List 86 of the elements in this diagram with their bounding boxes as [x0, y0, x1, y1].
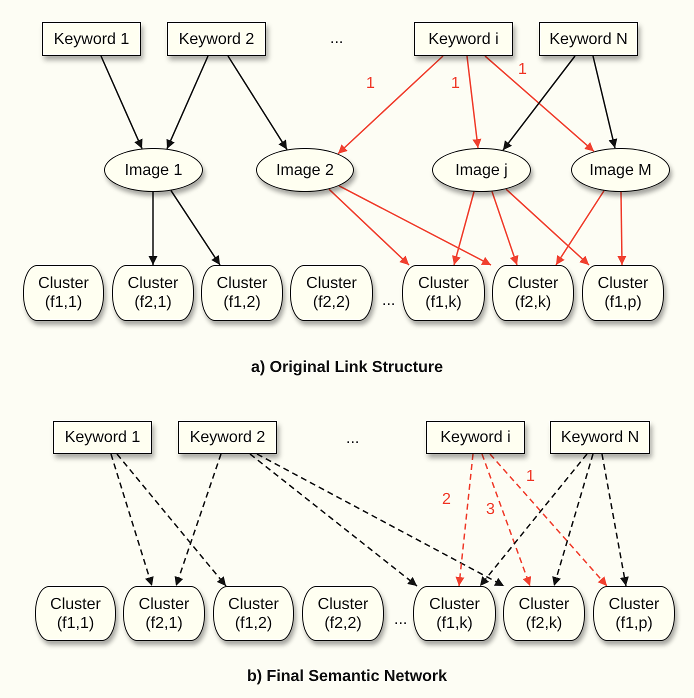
image-ellipse — [104, 148, 203, 192]
cluster-label: Cluster (f1,2) — [216, 274, 268, 312]
cluster-label: Cluster (f1,2) — [227, 594, 280, 632]
cluster-label: Cluster (f1,1) — [49, 594, 102, 632]
ellipsis: ... — [330, 30, 344, 48]
cluster-box — [402, 265, 485, 321]
image-ellipse — [432, 148, 531, 192]
dashed-arrow — [601, 454, 629, 586]
cluster-box — [35, 586, 116, 641]
cluster-box — [593, 586, 675, 641]
arrow — [491, 191, 518, 266]
keyword-label: Keyword 2 — [190, 428, 266, 447]
arrow — [592, 56, 618, 148]
dashed-arrow — [116, 454, 227, 586]
dashed-arrow — [489, 454, 608, 586]
cluster-label: Cluster (f2,k) — [506, 274, 560, 312]
arrow — [100, 56, 143, 149]
cluster-box — [492, 265, 574, 321]
arrow — [166, 56, 209, 150]
cluster-box — [201, 265, 283, 321]
image-label: Image 1 — [124, 160, 182, 180]
cluster-box — [582, 265, 664, 321]
keyword-box — [539, 22, 638, 56]
cluster-label: Cluster (f2,1) — [138, 594, 190, 632]
cluster-label: Cluster (f1,1) — [37, 274, 90, 312]
keyword-box — [426, 421, 525, 454]
cluster-box — [112, 265, 194, 321]
dashed-arrow — [481, 454, 532, 586]
cluster-box — [23, 265, 104, 321]
cluster-label: Cluster (f2,k) — [518, 594, 570, 632]
keyword-box — [167, 22, 266, 56]
keyword-box — [414, 22, 513, 56]
dashed-arrow — [479, 454, 588, 586]
ellipsis: ... — [382, 292, 396, 310]
arrow — [452, 192, 475, 266]
cluster-box — [123, 586, 205, 641]
arrow — [506, 188, 590, 266]
keyword-box — [178, 421, 277, 454]
keyword-label: Keyword 2 — [178, 30, 254, 48]
image-label: Image j — [455, 160, 508, 180]
cluster-label: Cluster (f2,2) — [305, 274, 358, 312]
keyword-box — [550, 421, 650, 454]
cluster-label: Cluster (f1,p) — [608, 594, 660, 632]
cluster-box — [302, 586, 384, 641]
dashed-arrow — [455, 454, 474, 586]
dashed-arrow — [256, 453, 504, 587]
keyword-box — [53, 421, 152, 454]
arrow — [484, 55, 594, 152]
ellipsis: ... — [346, 430, 360, 448]
arrow — [328, 188, 410, 266]
arrow — [337, 55, 444, 154]
keyword-label: Keyword i — [428, 30, 499, 48]
arrow — [338, 185, 492, 266]
cluster-box — [413, 586, 496, 641]
ellipsis: ... — [394, 611, 408, 629]
cluster-box — [503, 586, 585, 641]
keyword-label: Keyword i — [440, 428, 511, 447]
dashed-arrow — [110, 454, 154, 586]
image-ellipse — [571, 148, 670, 192]
image-ellipse — [256, 148, 354, 192]
cluster-box — [213, 586, 294, 641]
cluster-label: Cluster (f2,1) — [126, 274, 180, 312]
arrow — [148, 192, 158, 265]
keyword-label: Keyword 1 — [64, 428, 140, 447]
arrow — [617, 192, 626, 266]
cluster-box — [290, 265, 373, 321]
arrow — [555, 190, 605, 266]
figure-caption: b) Final Semantic Network — [247, 668, 448, 686]
cluster-label: Cluster (f1,k) — [417, 274, 470, 312]
figure-caption: a) Original Link Structure — [251, 359, 444, 377]
arrow — [502, 56, 576, 151]
keyword-box — [42, 22, 141, 56]
keyword-label: Keyword N — [560, 428, 640, 447]
cluster-label: Cluster (f1,p) — [596, 274, 650, 312]
keyword-label: Keyword N — [549, 30, 628, 48]
dashed-arrow — [552, 454, 594, 586]
arrow — [227, 56, 288, 150]
arrow — [466, 56, 482, 148]
arrow — [170, 190, 221, 266]
image-label: Image 2 — [276, 160, 334, 180]
dashed-arrow — [174, 454, 222, 586]
image-label: Image M — [589, 160, 652, 180]
cluster-label: Cluster (f1,k) — [428, 594, 481, 632]
keyword-label: Keyword 1 — [54, 30, 130, 48]
cluster-label: Cluster (f2,2) — [316, 594, 370, 632]
dashed-arrow — [250, 453, 418, 587]
